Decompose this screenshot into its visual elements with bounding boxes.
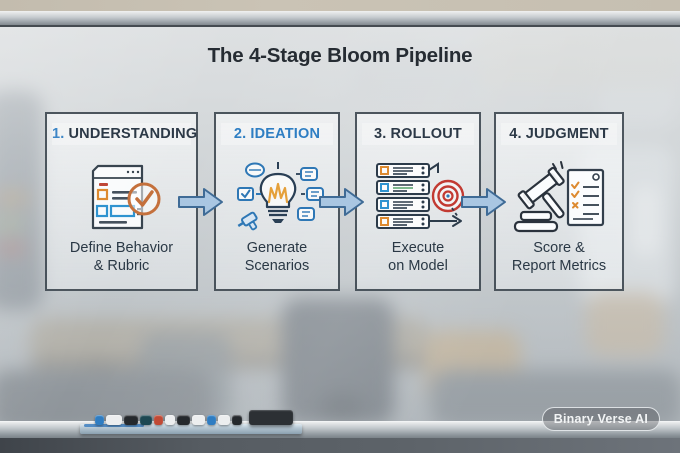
stage-label: IDEATION (250, 126, 321, 142)
wall-strip (0, 0, 680, 11)
whiteboard-marker (232, 415, 242, 425)
whiteboard-marker (124, 415, 138, 425)
whiteboard-top-rail (0, 11, 680, 27)
whiteboard-marker (207, 415, 216, 425)
lightbulb-ideas-icon (237, 162, 324, 231)
stage-label: UNDERSTANDING (68, 126, 198, 142)
stage-number: 1. (52, 126, 65, 142)
stage-box-understanding: 1.UNDERSTANDING Define Behavior & Rubric (45, 112, 198, 291)
stage-header: 3.ROLLOUT (362, 123, 474, 145)
floor-shadow (0, 438, 680, 453)
stage-header: 1.UNDERSTANDING (52, 123, 197, 145)
whiteboard-marker (165, 415, 175, 425)
stage-box-judgment: 4.JUDGMENT (494, 112, 624, 291)
flow-arrow-icon (461, 188, 506, 216)
whiteboard-eraser (249, 410, 293, 425)
whiteboard-marker (95, 415, 104, 425)
stage-description: Execute on Model (388, 239, 448, 275)
diagram-title: The 4-Stage Bloom Pipeline (207, 44, 473, 67)
stage-label: JUDGMENT (525, 126, 609, 142)
servers-target-icon (376, 162, 465, 229)
marker-tray-accent (84, 424, 144, 427)
marker-tray (80, 424, 302, 434)
whiteboard-marker (192, 415, 205, 425)
whiteboard-marker (154, 415, 163, 425)
stage-number: 3. (374, 126, 387, 142)
stage-header: 4.JUDGMENT (501, 123, 617, 145)
whiteboard-marker (177, 415, 190, 425)
document-check-icon (91, 164, 161, 230)
stage-header: 2.IDEATION (221, 123, 333, 145)
flow-arrow-icon (319, 188, 364, 216)
gavel-checklist-icon (513, 161, 605, 233)
stage-description: Score & Report Metrics (511, 239, 607, 275)
stage-description: Generate Scenarios (244, 239, 310, 275)
stage-description: Define Behavior & Rubric (69, 239, 174, 275)
whiteboard-marker (218, 415, 230, 425)
stage-number: 2. (233, 126, 247, 142)
whiteboard-marker (140, 415, 152, 425)
flow-arrow-icon (178, 188, 223, 216)
stage-label: ROLLOUT (390, 126, 462, 142)
whiteboard-marker (106, 415, 122, 425)
stage-number: 4. (509, 126, 522, 142)
binary-verse-badge: Binary Verse AI (541, 407, 660, 431)
